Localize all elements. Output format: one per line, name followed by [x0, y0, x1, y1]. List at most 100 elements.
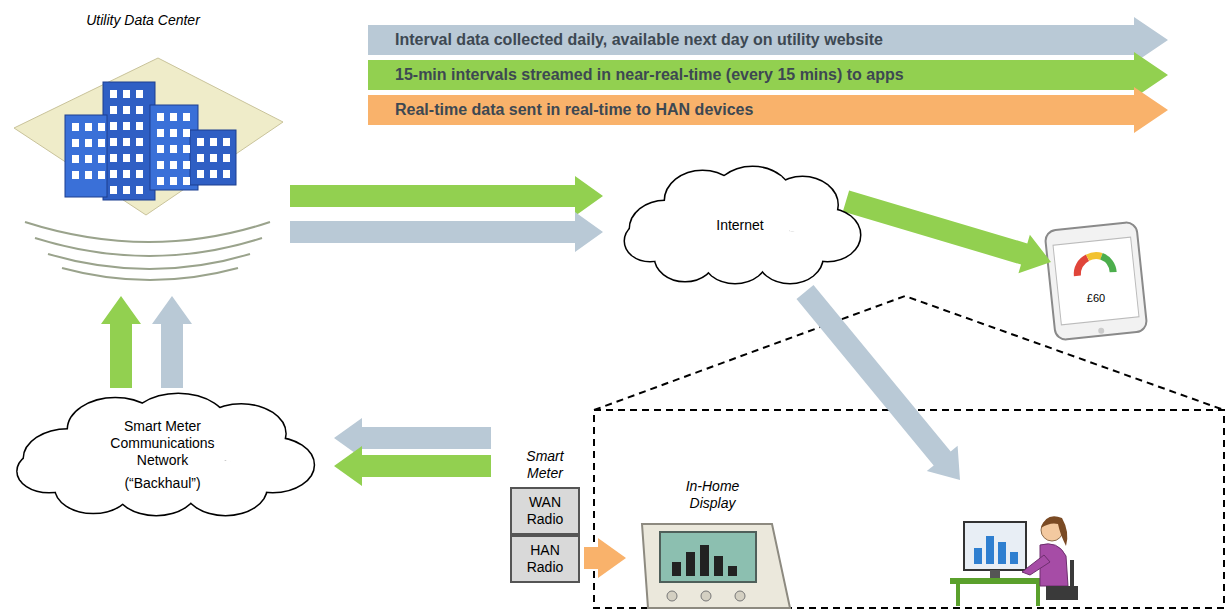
window	[110, 90, 117, 98]
node-label: (“Backhaul”)	[124, 475, 200, 492]
legend-text: 15-min intervals streamed in near-real-t…	[368, 57, 1168, 93]
window	[183, 177, 190, 185]
device-case	[642, 524, 790, 608]
phone-button	[1098, 327, 1105, 334]
window	[98, 123, 105, 131]
house-outline	[594, 296, 1224, 608]
bar	[974, 548, 982, 564]
window	[98, 155, 105, 163]
window	[72, 123, 79, 131]
window	[157, 161, 164, 169]
legend-arrow: Real-time data sent in real-time to HAN …	[368, 92, 1168, 128]
window	[136, 138, 143, 146]
window	[223, 154, 230, 162]
phone-screen-node: £60	[1057, 243, 1135, 319]
device-button	[701, 591, 711, 601]
bar	[672, 562, 681, 576]
window	[157, 113, 164, 121]
data-flow-arrow	[334, 446, 491, 486]
data-center-node: Utility Data Center	[8, 12, 278, 292]
smartphone	[1045, 221, 1148, 340]
phone-screen	[1053, 237, 1139, 325]
window	[110, 122, 117, 130]
window	[170, 129, 177, 137]
window	[136, 154, 143, 162]
in-home-display-device	[642, 524, 790, 608]
data-flow-arrow	[290, 176, 603, 216]
building	[103, 82, 155, 200]
cloud-edge	[625, 221, 675, 261]
data-arrow	[797, 285, 961, 480]
monitor	[964, 522, 1026, 570]
node-label: WAN Radio	[512, 494, 578, 528]
node-label: Utility Data Center	[86, 12, 200, 29]
window	[72, 155, 79, 163]
signal-wave	[62, 268, 238, 280]
bar	[700, 545, 709, 576]
person-at-computer	[950, 516, 1078, 606]
window	[110, 186, 117, 194]
legend-arrow: 15-min intervals streamed in near-real-t…	[368, 57, 1168, 93]
window	[197, 170, 204, 178]
device-button	[735, 591, 745, 601]
window	[183, 129, 190, 137]
legend-swatch	[368, 17, 1168, 63]
bar	[728, 566, 737, 576]
window	[183, 113, 190, 121]
window	[72, 139, 79, 147]
radio-box: HAN Radio	[510, 535, 580, 583]
phone-body	[1045, 221, 1148, 340]
window	[210, 138, 217, 146]
radio-box: WAN Radio	[510, 487, 580, 535]
cloud-edge	[690, 185, 790, 265]
node-label: HAN Radio	[512, 542, 578, 576]
window	[223, 170, 230, 178]
cloud-fill	[690, 185, 790, 265]
window	[136, 106, 143, 114]
window	[197, 138, 204, 146]
legend-text: Interval data collected daily, available…	[368, 22, 1168, 58]
data-center-icon	[14, 58, 283, 280]
window	[85, 123, 92, 131]
gauge	[1087, 255, 1101, 258]
window	[157, 177, 164, 185]
cloud-node: Internet	[615, 165, 865, 285]
bar	[1010, 552, 1018, 564]
window	[98, 139, 105, 147]
cloud-fill	[18, 450, 81, 492]
data-flow-arrow	[584, 538, 626, 578]
window	[85, 139, 92, 147]
window	[170, 145, 177, 153]
desk-leg	[1036, 584, 1040, 606]
data-flow-arrow	[101, 296, 141, 388]
window	[98, 171, 105, 179]
signal-wave	[35, 238, 262, 256]
legend-swatch	[368, 52, 1168, 98]
window	[110, 154, 117, 162]
house-wall	[594, 410, 1224, 608]
meter-node: Smart MeterWAN RadioHAN Radio	[505, 430, 585, 585]
window	[223, 138, 230, 146]
signal-wave	[48, 254, 250, 269]
window	[123, 106, 130, 114]
signal-wave	[25, 222, 270, 242]
person-hair	[1041, 516, 1067, 546]
window	[136, 186, 143, 194]
bar	[998, 542, 1006, 564]
window	[85, 155, 92, 163]
cloud-edge	[18, 450, 81, 492]
building	[65, 115, 107, 197]
legend-swatch	[368, 87, 1168, 133]
legend-text: Real-time data sent in real-time to HAN …	[368, 92, 1168, 128]
window	[123, 186, 130, 194]
data-flow-arrow	[152, 296, 192, 388]
window	[123, 154, 130, 162]
display-node: In-Home Display	[630, 478, 795, 522]
device-screen	[660, 532, 756, 582]
building	[190, 130, 236, 185]
node-label: Smart Meter Communications Network	[93, 418, 233, 469]
window	[110, 106, 117, 114]
